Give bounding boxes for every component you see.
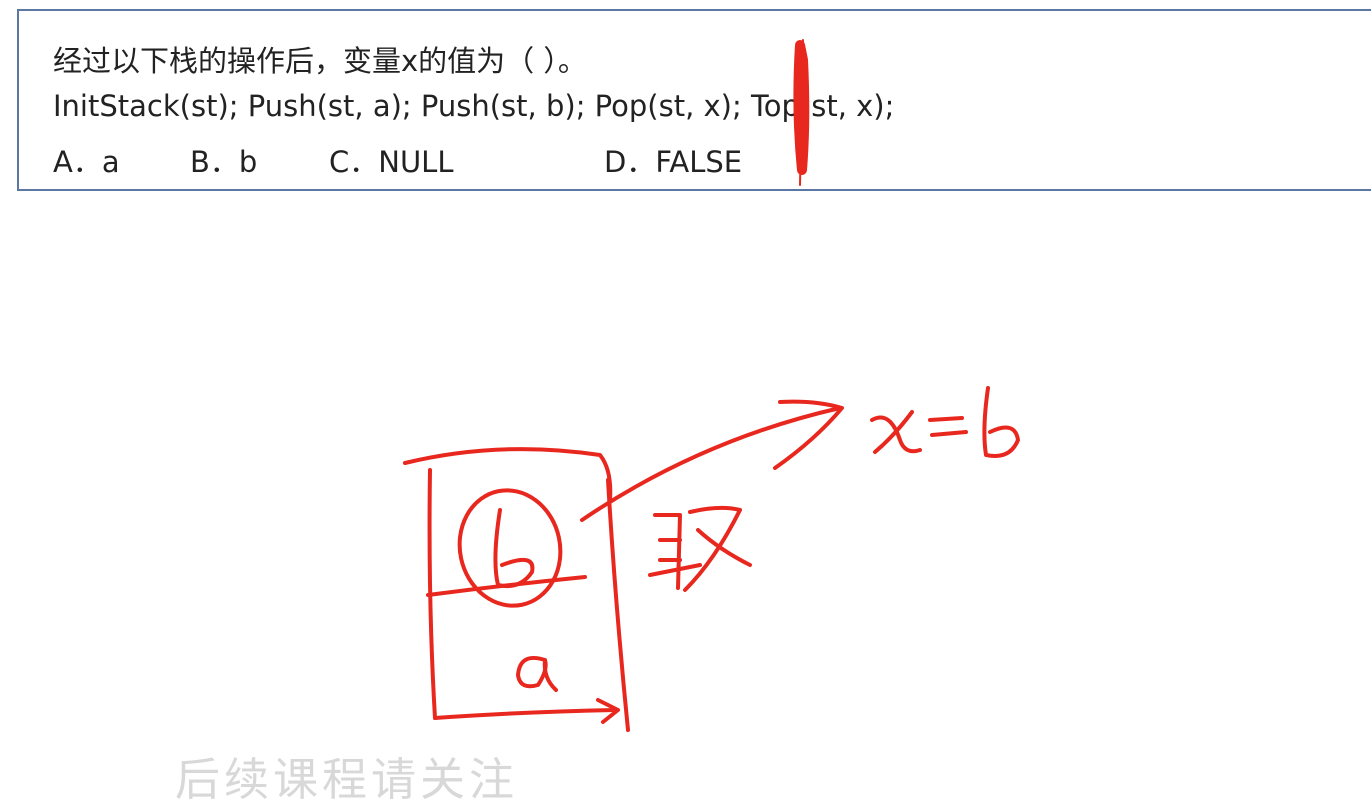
stack-top-circle <box>457 488 563 608</box>
stack-bottom-wall <box>433 708 617 720</box>
stack-left-wall <box>427 468 437 720</box>
stack-bottom-arrowhead <box>596 698 620 724</box>
option-d: D．FALSE <box>604 145 743 179</box>
stack-bottom-letter-a <box>516 655 558 692</box>
question-box: 经过以下栈的操作后，变量x的值为（ ）。 InitStack(st); Push… <box>17 9 1371 191</box>
stack-top-rim <box>403 447 613 502</box>
watermark: 后续课程请关注 <box>175 753 519 804</box>
option-b: B．b <box>190 145 258 179</box>
question-code: InitStack(st); Push(st, a); Push(st, b);… <box>53 89 895 123</box>
pop-character-strokes <box>648 505 752 592</box>
option-a: A．a <box>53 145 120 179</box>
stack-top-letter-b <box>493 508 535 589</box>
result-strokes <box>870 386 1020 458</box>
pop-arrow <box>580 406 842 522</box>
stack-divider <box>426 575 587 597</box>
stack-right-wall <box>606 478 630 732</box>
pop-arrowhead <box>773 399 844 470</box>
question-prompt: 经过以下栈的操作后，变量x的值为（ ）。 <box>53 44 587 78</box>
option-c: C．NULL <box>329 145 454 179</box>
